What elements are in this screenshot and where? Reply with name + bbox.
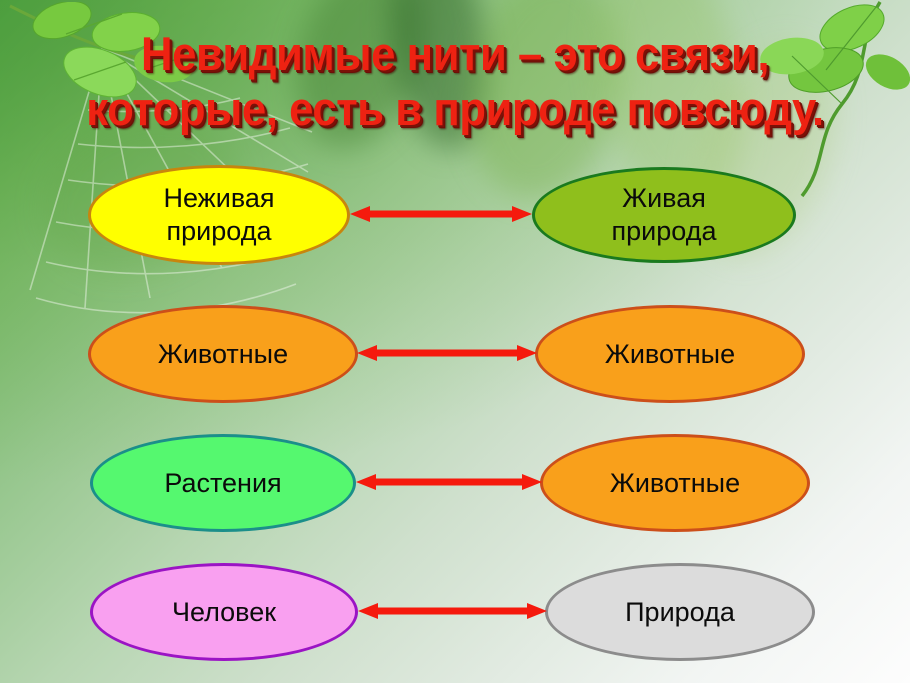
title-line-1: Невидимые нити – это связи, [140, 27, 770, 80]
diagram-node-left-row3[interactable]: Растения [90, 434, 356, 532]
diagram-node-right-row2[interactable]: Животные [535, 305, 805, 403]
double-arrow-row2 [357, 345, 537, 361]
diagram-node-left-row2[interactable]: Животные [88, 305, 358, 403]
node-label: Животные [157, 338, 289, 369]
double-arrow-row1 [350, 206, 532, 222]
diagram-node-right-row3[interactable]: Животные [540, 434, 810, 532]
diagram-node-left-row4[interactable]: Человек [90, 563, 358, 661]
slide-title: Невидимые нити – это связи, которые, ест… [0, 26, 910, 136]
double-arrow-row4 [358, 603, 547, 619]
node-label: Человек [171, 596, 277, 627]
title-line-2: которые, есть в природе повсюду. [86, 82, 824, 135]
node-label: Животные [604, 338, 736, 369]
node-label: Животные [609, 467, 741, 498]
node-label: Растения [164, 467, 282, 498]
node-label: Природа [625, 596, 735, 627]
diagram-node-right-row4[interactable]: Природа [545, 563, 815, 661]
double-arrow-row3 [356, 474, 542, 490]
